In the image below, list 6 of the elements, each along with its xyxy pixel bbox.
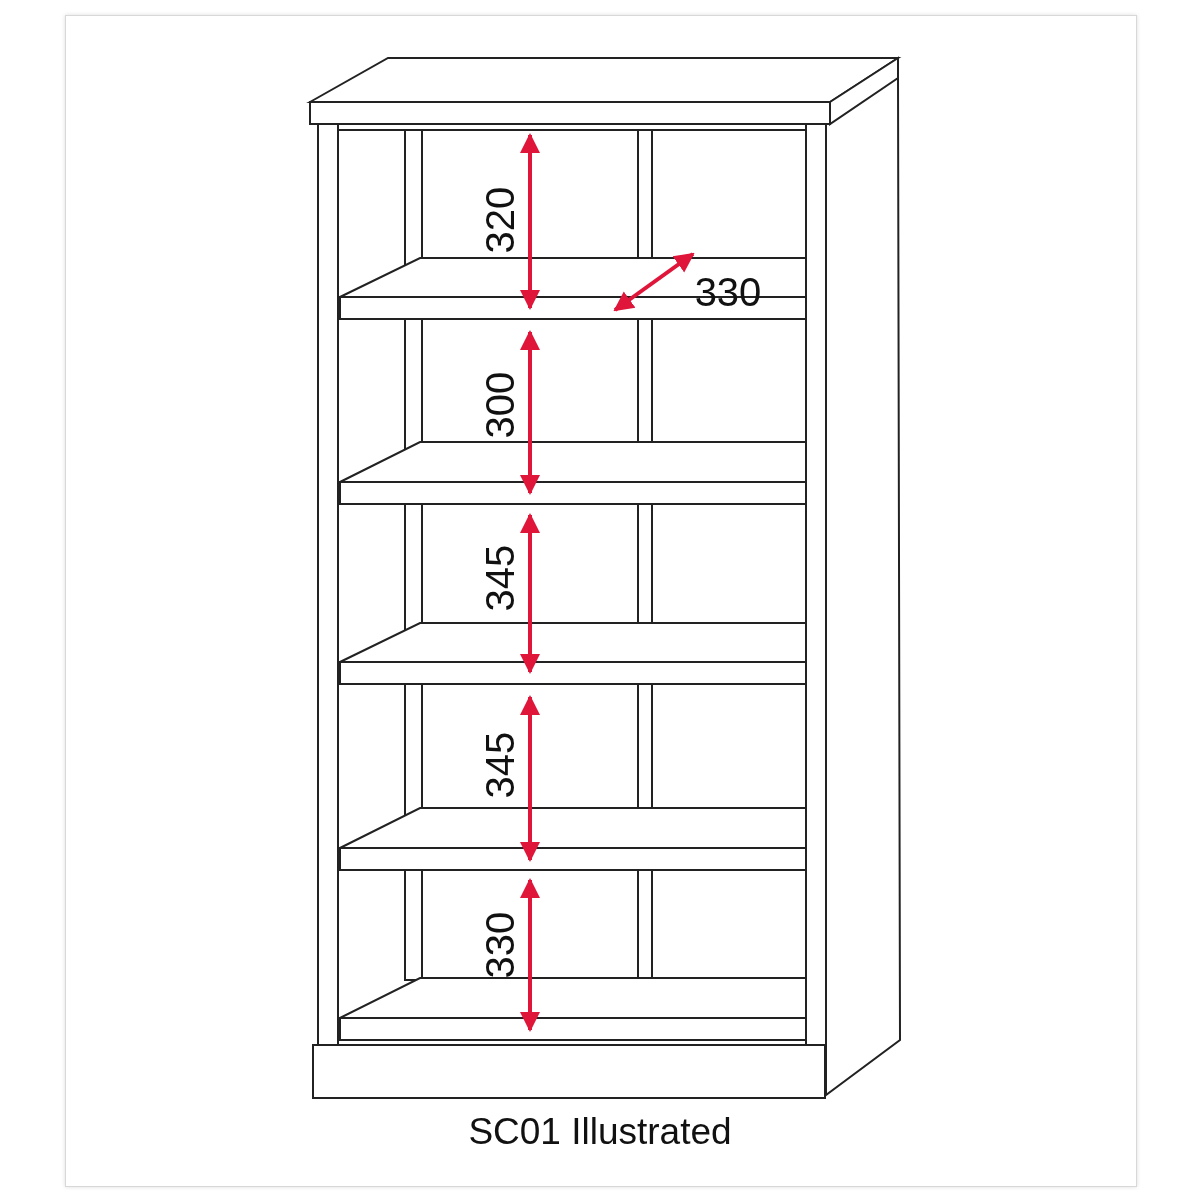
dimension-label: 345 <box>480 544 520 612</box>
dimension-label: 345 <box>480 731 520 799</box>
dimension-label: 330 <box>480 911 520 979</box>
caption: SC01 Illustrated <box>468 1111 732 1153</box>
dimension-label: 320 <box>480 186 520 254</box>
dimension-label: 300 <box>480 371 520 439</box>
